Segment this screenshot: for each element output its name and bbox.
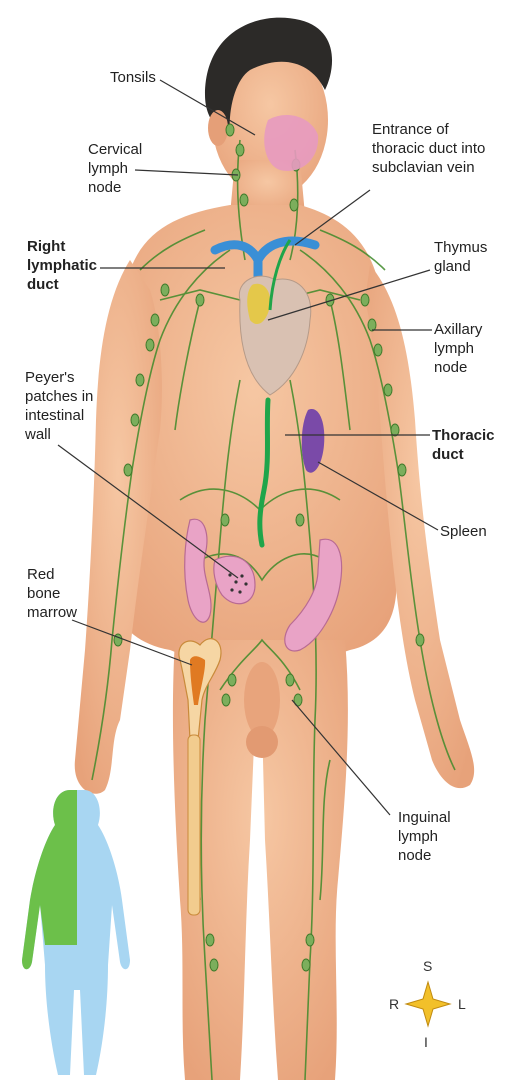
compass-star (406, 982, 450, 1026)
label-spleen: Spleen (440, 522, 487, 541)
label-thoracic-duct: Thoracic duct (432, 426, 495, 464)
inset-drainage-figure (22, 790, 130, 1075)
femur-shaft (188, 735, 200, 915)
label-tonsils: Tonsils (110, 68, 156, 87)
compass-superior: S (423, 958, 432, 974)
label-cervical-lymph-node: Cervical lymph node (88, 140, 142, 197)
compass-inferior: I (424, 1034, 428, 1050)
compass-left: L (458, 996, 466, 1012)
label-thymus-gland: Thymus gland (434, 238, 487, 276)
label-right-lymphatic-duct: Right lymphatic duct (27, 237, 97, 294)
label-red-bone-marrow: Red bone marrow (27, 565, 77, 622)
label-inguinal-lymph-node: Inguinal lymph node (398, 808, 451, 865)
compass-right: R (389, 996, 399, 1012)
label-axillary-lymph-node: Axillary lymph node (434, 320, 482, 377)
label-peyers-patches: Peyer's patches in intestinal wall (25, 368, 93, 444)
label-entrance-thoracic-duct: Entrance of thoracic duct into subclavia… (372, 120, 485, 177)
